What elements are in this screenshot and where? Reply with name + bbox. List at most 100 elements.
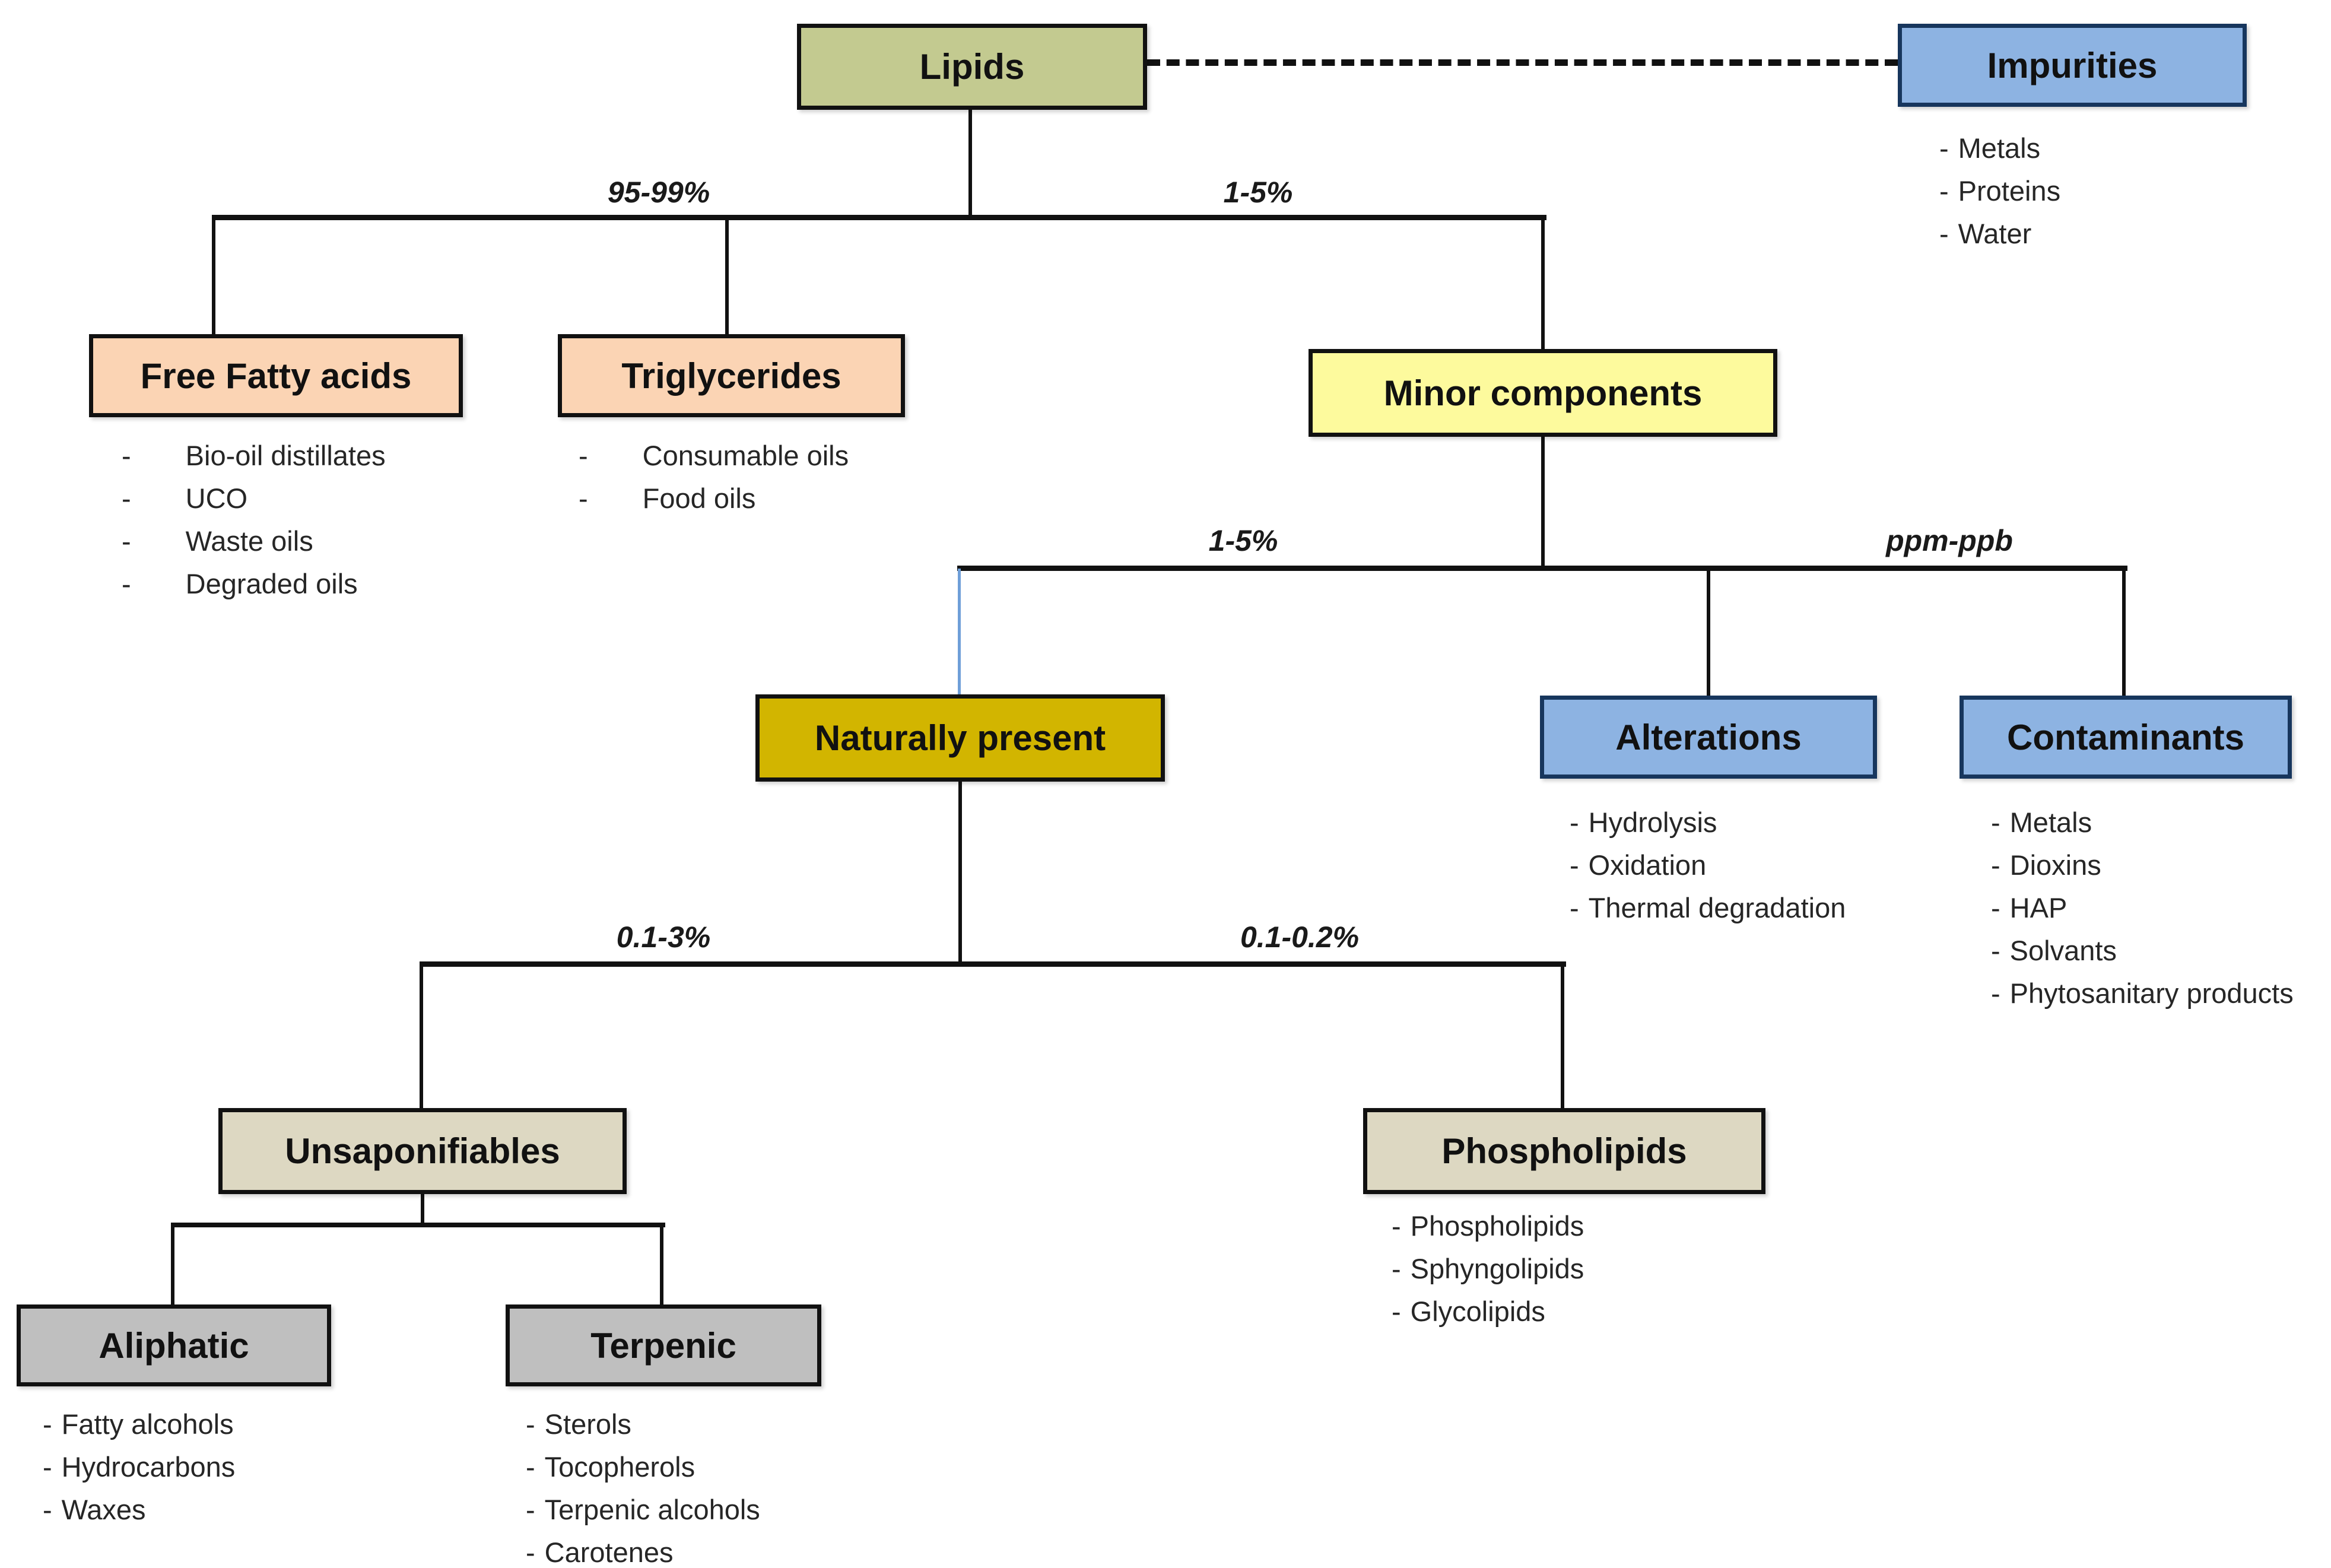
list-item: -Sphyngolipids bbox=[1392, 1252, 1584, 1295]
bullet-dash: - bbox=[526, 1537, 535, 1568]
node-phospholipids: Phospholipids bbox=[1363, 1108, 1765, 1194]
impurities-list: -Metals-Proteins-Water bbox=[1939, 132, 2060, 260]
connector-level1-bar bbox=[212, 215, 1546, 220]
bullet-dash: - bbox=[1991, 807, 2000, 838]
bullet-dash: - bbox=[1392, 1210, 1401, 1242]
bullet-dash: - bbox=[1991, 977, 2000, 1009]
list-item: -Waste oils bbox=[122, 525, 386, 567]
bullet-dash: - bbox=[43, 1408, 52, 1440]
bullet-dash: - bbox=[1939, 175, 1949, 207]
bullet-dash: - bbox=[1392, 1296, 1401, 1327]
phospholipids-list: -Phospholipids-Sphyngolipids-Glycolipids bbox=[1392, 1210, 1584, 1338]
contaminants-list: -Metals-Dioxins-HAP-Solvants-Phytosanita… bbox=[1991, 806, 2294, 1020]
dashed-connector-lipids-impurities bbox=[1147, 59, 1898, 66]
connector-to-unsaponifiables bbox=[420, 961, 423, 1110]
list-item: -Oxidation bbox=[1570, 849, 1846, 891]
list-item-text: Dioxins bbox=[2009, 849, 2101, 881]
list-item: - Consumable oils bbox=[579, 439, 849, 482]
list-item: -Hydrocarbons bbox=[43, 1450, 235, 1493]
list-item: -Fatty alcohols bbox=[43, 1408, 235, 1450]
bullet-dash: - bbox=[526, 1408, 535, 1440]
list-item: - Degraded oils bbox=[122, 567, 386, 610]
bullet-dash: - bbox=[122, 440, 131, 471]
bullet-dash: - bbox=[1991, 849, 2000, 881]
branch-label-0-1-0-2pct: 0.1-0.2% bbox=[1240, 921, 1360, 954]
connector-minor-down bbox=[1541, 434, 1545, 569]
list-item: -Water bbox=[1939, 217, 2060, 260]
alterations-list: -Hydrolysis-Oxidation-Thermal degradatio… bbox=[1570, 806, 1846, 934]
list-item: -Sterols bbox=[526, 1408, 760, 1450]
list-item: -Proteins bbox=[1939, 174, 2060, 217]
connector-level3-bar bbox=[420, 961, 1566, 967]
list-item-text: HAP bbox=[2009, 892, 2068, 923]
list-item-text: Metals bbox=[2009, 807, 2092, 838]
bullet-dash: - bbox=[579, 440, 588, 471]
branch-label-ppm-ppb: ppm-ppb bbox=[1886, 524, 2013, 557]
list-item-text: Food oils bbox=[642, 483, 756, 514]
list-item-text: Phytosanitary products bbox=[2009, 977, 2294, 1009]
connector-to-free-fatty-acids bbox=[212, 215, 215, 337]
bullet-dash: - bbox=[1570, 849, 1579, 881]
list-item-text: Solvants bbox=[2009, 935, 2117, 966]
branch-label-1-5pct: 1-5% bbox=[1223, 176, 1293, 209]
connector-to-triglycerides bbox=[725, 215, 729, 337]
list-item: -Hydrolysis bbox=[1570, 806, 1846, 849]
list-item-text: UCO bbox=[185, 483, 248, 514]
bullet-dash: - bbox=[43, 1451, 52, 1483]
list-item-text: Waxes bbox=[61, 1494, 146, 1525]
connector-to-minor-components bbox=[1541, 215, 1545, 351]
connector-unsaponifiables-down bbox=[421, 1193, 424, 1227]
bullet-dash: - bbox=[1991, 935, 2000, 966]
list-item: -Bio-oil distillates bbox=[122, 439, 386, 482]
list-item-text: Degraded oils bbox=[185, 568, 358, 599]
node-triglycerides-title: Triglycerides bbox=[621, 356, 841, 396]
node-lipids-title: Lipids bbox=[919, 47, 1025, 87]
list-item-text: Glycolipids bbox=[1410, 1296, 1545, 1327]
list-item-text: Consumable oils bbox=[642, 440, 849, 471]
node-phospholipids-title: Phospholipids bbox=[1441, 1131, 1687, 1171]
node-lipids: Lipids bbox=[797, 24, 1147, 110]
bullet-dash: - bbox=[122, 568, 131, 599]
branch-label-0-1-3pct: 0.1-3% bbox=[616, 921, 711, 954]
list-item: -Glycolipids bbox=[1392, 1295, 1584, 1338]
terpenic-list: -Sterols-Tocopherols-Terpenic alcohols-C… bbox=[526, 1408, 760, 1568]
list-item: -HAP bbox=[1991, 891, 2294, 934]
bullet-dash: - bbox=[579, 483, 588, 514]
list-item-text: Metals bbox=[1958, 132, 2041, 164]
branch-label-95-99pct: 95-99% bbox=[607, 176, 710, 209]
connector-level2-bar bbox=[957, 566, 2127, 571]
triglycerides-list: - Consumable oils - Food oils bbox=[579, 439, 849, 525]
node-unsaponifiables: Unsaponifiables bbox=[218, 1108, 627, 1194]
list-item-text: Carotenes bbox=[544, 1537, 674, 1568]
list-item-text: Fatty alcohols bbox=[61, 1408, 234, 1440]
node-aliphatic: Aliphatic bbox=[17, 1304, 331, 1386]
bullet-dash: - bbox=[1991, 892, 2000, 923]
list-item: -Waxes bbox=[43, 1493, 235, 1536]
list-item-text: Sterols bbox=[544, 1408, 631, 1440]
node-naturally-present: Naturally present bbox=[755, 694, 1165, 782]
node-alterations: Alterations bbox=[1540, 696, 1877, 779]
bullet-dash: - bbox=[1570, 807, 1579, 838]
list-item-text: Proteins bbox=[1958, 175, 2061, 207]
list-item: -Phytosanitary products bbox=[1991, 977, 2294, 1020]
list-item-text: Hydrolysis bbox=[1588, 807, 1717, 838]
connector-to-contaminants bbox=[2122, 569, 2126, 698]
connector-naturally-down bbox=[958, 780, 962, 966]
list-item-text: Tocopherols bbox=[544, 1451, 696, 1483]
connector-level4-bar bbox=[171, 1223, 665, 1227]
list-item: -Dioxins bbox=[1991, 849, 2294, 891]
node-free-fatty-acids-title: Free Fatty acids bbox=[140, 356, 412, 396]
node-alterations-title: Alterations bbox=[1615, 717, 1802, 757]
list-item: -Thermal degradation bbox=[1570, 891, 1846, 934]
connector-lipids-down bbox=[968, 110, 972, 218]
node-minor-components-title: Minor components bbox=[1383, 373, 1703, 413]
connector-to-terpenic bbox=[660, 1223, 663, 1306]
list-item-text: Oxidation bbox=[1588, 849, 1707, 881]
list-item: - Food oils bbox=[579, 482, 849, 525]
bullet-dash: - bbox=[122, 525, 131, 557]
list-item-text: Sphyngolipids bbox=[1410, 1253, 1584, 1284]
list-item: -Metals bbox=[1939, 132, 2060, 174]
node-contaminants-title: Contaminants bbox=[2006, 717, 2245, 757]
bullet-dash: - bbox=[43, 1494, 52, 1525]
